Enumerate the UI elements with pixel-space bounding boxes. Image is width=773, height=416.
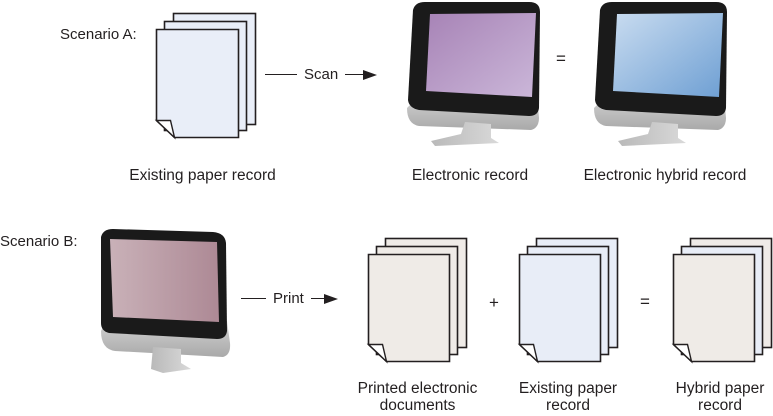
paper-stack-icon-existing — [517, 237, 619, 364]
arrow-right-icon — [363, 69, 378, 80]
equals-operator-b: = — [640, 292, 650, 311]
plus-operator: + — [489, 293, 499, 312]
monitor-icon-hybrid — [594, 2, 727, 146]
monitor-icon — [407, 2, 540, 146]
caption-existing-paper-record-b: Existing paper record — [508, 380, 628, 414]
caption-line: record — [698, 397, 742, 414]
monitor-icon-source — [101, 229, 231, 373]
caption-line: Existing paper — [518, 380, 618, 397]
paper-stack-icon-hybrid — [671, 237, 773, 364]
caption-line: documents — [379, 397, 456, 414]
scenario-a-label: Scenario A: — [60, 26, 137, 43]
print-label: Print — [273, 290, 304, 307]
caption-line: Printed electronic — [357, 380, 478, 397]
caption-electronic-hybrid-record: Electronic hybrid record — [583, 167, 747, 184]
print-arrow: Print — [241, 290, 338, 307]
paper-stack-icon — [154, 12, 257, 140]
equals-operator: = — [556, 49, 566, 68]
paper-stack-icon-printed — [366, 237, 468, 364]
caption-line: Hybrid paper — [675, 380, 765, 397]
caption-printed-electronic-documents: Printed electronic documents — [345, 380, 490, 414]
scenario-b-label: Scenario B: — [0, 233, 78, 250]
caption-existing-paper-record: Existing paper record — [129, 167, 276, 184]
scan-arrow: Scan — [265, 66, 378, 83]
arrow-right-icon — [323, 293, 338, 304]
caption-line: record — [546, 397, 590, 414]
caption-electronic-record: Electronic record — [411, 167, 529, 184]
caption-hybrid-paper-record: Hybrid paper record — [665, 380, 773, 414]
scan-label: Scan — [304, 66, 339, 83]
